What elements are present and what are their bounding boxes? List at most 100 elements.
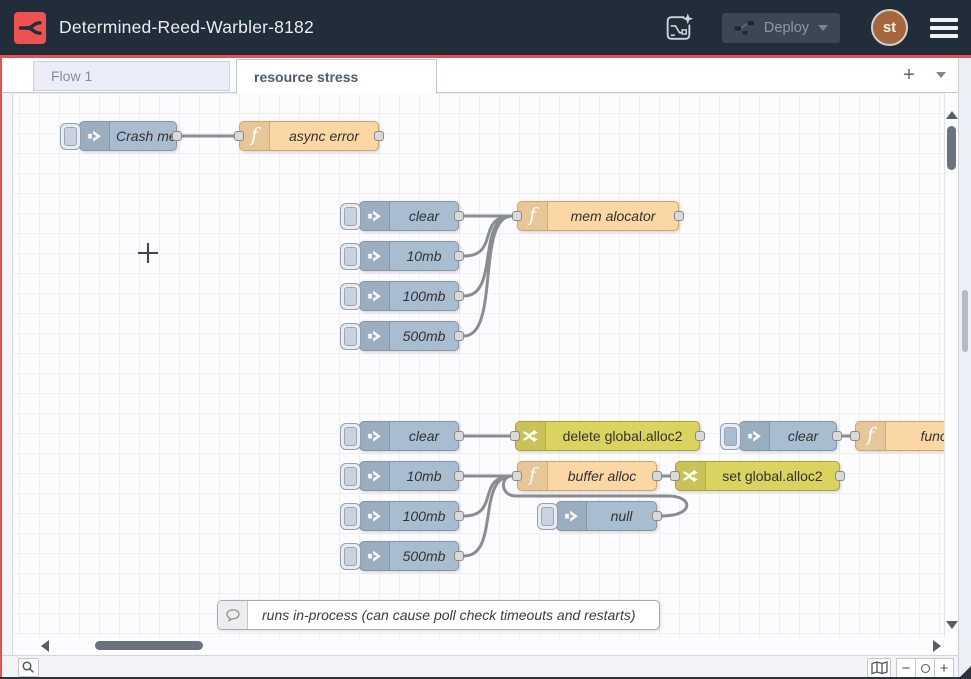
node-label: runs in-process (can cause poll check ti… — [248, 601, 659, 629]
zoom-out-button[interactable]: − — [896, 658, 916, 678]
inject-button[interactable] — [60, 123, 81, 150]
flow-canvas[interactable]: Crash me fasync error clear 10mb 100mb 500mb f… — [13, 93, 944, 637]
input-port[interactable] — [234, 131, 244, 141]
input-port[interactable] — [670, 471, 680, 481]
inject-button[interactable] — [340, 323, 361, 350]
menu-icon[interactable] — [930, 18, 958, 38]
function-f-icon: f — [240, 122, 270, 150]
inject-button[interactable] — [340, 283, 361, 310]
inject-button[interactable] — [340, 423, 361, 450]
node-clear-c[interactable]: clear — [739, 421, 837, 451]
navigator-button[interactable] — [867, 658, 891, 678]
output-port[interactable] — [454, 251, 464, 261]
inject-button[interactable] — [340, 243, 361, 270]
ai-assistant-icon[interactable] — [663, 12, 694, 44]
instance-title: Determined-Reed-Warbler-8182 — [59, 17, 314, 38]
output-port[interactable] — [674, 211, 684, 221]
flowfuse-logo-glyph — [18, 16, 42, 40]
input-port[interactable] — [512, 211, 522, 221]
node-mem-alocator[interactable]: fmem alocator — [517, 201, 679, 231]
zoom-reset-icon — [921, 664, 930, 673]
inject-button[interactable] — [340, 203, 361, 230]
inject-button[interactable] — [340, 543, 361, 570]
vertical-scroll-thumb[interactable] — [947, 126, 956, 170]
node-mb500-b[interactable]: 500mb — [359, 541, 459, 571]
node-label: 10mb — [390, 242, 458, 270]
node-buffer-alloc[interactable]: fbuffer alloc — [517, 461, 657, 491]
node-label: mem alocator — [548, 202, 678, 230]
navigator-map-icon — [871, 661, 888, 675]
node-comment-1[interactable]: runs in-process (can cause poll check ti… — [217, 600, 660, 630]
deploy-label: Deploy — [764, 20, 809, 36]
node-clear-b[interactable]: clear — [359, 421, 459, 451]
inject-button[interactable] — [537, 503, 558, 530]
inject-arrow-icon — [360, 542, 390, 570]
scroll-up-arrow[interactable] — [946, 111, 958, 119]
scroll-right-arrow[interactable] — [933, 640, 941, 652]
horizontal-scroll-thumb[interactable] — [95, 641, 203, 650]
inject-button[interactable] — [340, 463, 361, 490]
inject-button[interactable] — [340, 503, 361, 530]
header-bar: Determined-Reed-Warbler-8182 De — [0, 0, 971, 55]
output-port[interactable] — [695, 431, 705, 441]
tab-resource-stress[interactable]: resource stress — [236, 59, 437, 94]
add-flow-button[interactable]: + — [898, 63, 920, 87]
page-scroll-thumb[interactable] — [962, 290, 968, 352]
comment-bubble-icon — [218, 601, 248, 629]
node-null-inject[interactable]: null — [556, 501, 657, 531]
inject-arrow-icon — [360, 462, 390, 490]
output-port[interactable] — [454, 471, 464, 481]
node-clear-a[interactable]: clear — [359, 201, 459, 231]
tab-flow-1[interactable]: Flow 1 — [33, 61, 230, 91]
input-port[interactable] — [510, 431, 520, 441]
zoom-reset-button[interactable] — [915, 658, 935, 678]
output-port[interactable] — [652, 471, 662, 481]
node-function-c[interactable]: ffunction — [855, 421, 944, 451]
accent-left-border — [0, 58, 2, 679]
zoom-in-button[interactable]: + — [934, 658, 954, 678]
output-port[interactable] — [454, 291, 464, 301]
output-port[interactable] — [454, 511, 464, 521]
node-crash-me[interactable]: Crash me — [79, 121, 177, 151]
input-port[interactable] — [512, 471, 522, 481]
user-avatar[interactable]: st — [871, 9, 908, 46]
node-delete-global[interactable]: delete global.alloc2 — [515, 421, 700, 451]
header-actions: Deploy st — [663, 9, 971, 46]
wires-layer — [13, 93, 944, 637]
node-mb100-a[interactable]: 100mb — [359, 281, 459, 311]
scroll-down-arrow[interactable] — [946, 621, 958, 629]
node-label: clear — [390, 202, 458, 230]
node-async-error[interactable]: fasync error — [239, 121, 379, 151]
output-port[interactable] — [454, 331, 464, 341]
function-f-icon: f — [856, 422, 886, 450]
deploy-flow-icon — [734, 20, 755, 35]
node-mb500-a[interactable]: 500mb — [359, 321, 459, 351]
output-port[interactable] — [835, 471, 845, 481]
inject-arrow-icon — [360, 502, 390, 530]
output-port[interactable] — [454, 431, 464, 441]
horizontal-scrollbar — [13, 637, 944, 655]
deploy-caret-icon[interactable] — [818, 25, 828, 31]
flow-list-caret-icon[interactable] — [936, 72, 946, 78]
search-button[interactable] — [18, 658, 39, 677]
output-port[interactable] — [454, 211, 464, 221]
output-port[interactable] — [454, 551, 464, 561]
inject-button[interactable] — [720, 423, 741, 450]
editor-footer: − + — [2, 655, 958, 679]
flowfuse-logo[interactable] — [14, 12, 46, 44]
input-port[interactable] — [850, 431, 860, 441]
output-port[interactable] — [652, 511, 662, 521]
node-mb10-b[interactable]: 10mb — [359, 461, 459, 491]
output-port[interactable] — [374, 131, 384, 141]
node-set-global[interactable]: set global.alloc2 — [675, 461, 840, 491]
deploy-button[interactable]: Deploy — [722, 13, 840, 43]
node-label: null — [587, 502, 656, 530]
node-mb100-b[interactable]: 100mb — [359, 501, 459, 531]
node-label: 100mb — [390, 282, 458, 310]
node-mb10-a[interactable]: 10mb — [359, 241, 459, 271]
output-port[interactable] — [832, 431, 842, 441]
scroll-left-arrow[interactable] — [41, 640, 49, 652]
output-port[interactable] — [172, 131, 182, 141]
inject-arrow-icon — [557, 502, 587, 530]
